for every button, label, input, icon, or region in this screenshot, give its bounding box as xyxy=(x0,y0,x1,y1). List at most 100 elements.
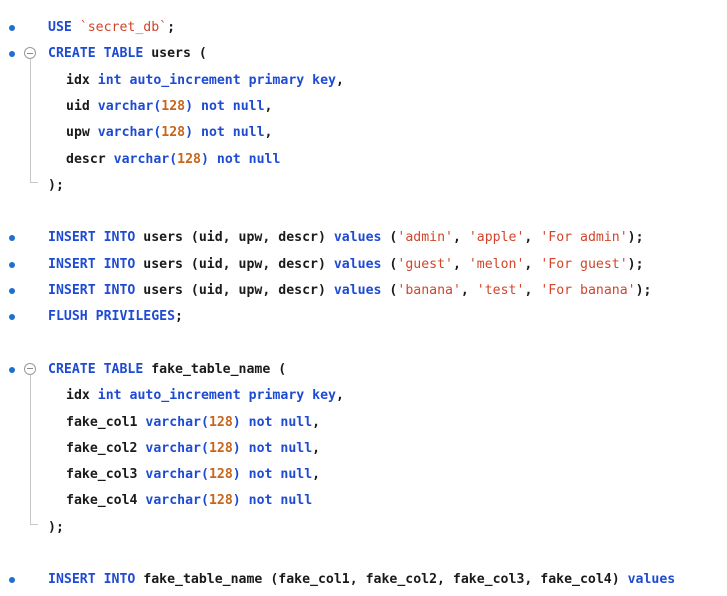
code-line[interactable]: fake_col2 varchar(128) not null, xyxy=(0,436,727,462)
fold-collapse-icon[interactable] xyxy=(24,362,36,375)
identifier-token: fake_col1 xyxy=(66,414,146,430)
breakpoint-dot-icon[interactable] xyxy=(9,51,15,58)
string-token: 'test' xyxy=(476,283,525,298)
number-token: 128 xyxy=(161,125,186,141)
identifier-token: users (uid, upw, descr) xyxy=(143,256,334,272)
code-text: INSERT INTO users (uid, upw, descr) valu… xyxy=(48,229,644,247)
code-line[interactable]: INSERT INTO fake_table_name (fake_col1, … xyxy=(0,567,727,593)
fold-guide-end xyxy=(30,523,38,525)
string-token: 'melon' xyxy=(468,256,525,272)
identifier-token: , xyxy=(335,72,344,88)
breakpoint-dot-icon[interactable] xyxy=(9,235,15,242)
keyword-token: INSERT INTO xyxy=(48,230,144,246)
identifier-token: fake_col3 xyxy=(66,467,146,483)
code-line[interactable]: ); xyxy=(0,515,727,541)
code-text: descr varchar(128) not null xyxy=(66,151,280,169)
number-token: 128 xyxy=(161,98,186,114)
keyword-token: varchar( xyxy=(145,467,209,483)
keyword-token: ) not null xyxy=(185,98,265,114)
code-line[interactable]: USE `secret_db`; xyxy=(0,15,727,41)
identifier-token: , xyxy=(452,256,469,272)
identifier-token: idx xyxy=(66,388,98,404)
code-line[interactable]: descr varchar(128) not null xyxy=(0,147,727,173)
identifier-token: ( xyxy=(389,230,398,246)
keyword-token: INSERT INTO xyxy=(48,283,144,298)
identifier-token: ); xyxy=(635,283,652,298)
breakpoint-dot-icon[interactable] xyxy=(9,25,15,31)
identifier-token: , xyxy=(524,283,541,298)
string-token: `secret_db` xyxy=(79,20,168,35)
code-text: INSERT INTO users (uid, upw, descr) valu… xyxy=(48,256,644,274)
keyword-token: varchar( xyxy=(145,440,209,456)
identifier-token: users (uid, upw, descr) xyxy=(143,230,334,246)
code-line[interactable] xyxy=(0,541,727,567)
code-line[interactable]: fake_col4 varchar(128) not null xyxy=(0,488,727,514)
string-token: 'guest' xyxy=(397,256,453,272)
code-text: fake_col1 varchar(128) not null, xyxy=(66,414,320,432)
identifier-token: , xyxy=(312,440,321,456)
identifier-token: ); xyxy=(627,230,644,246)
code-line[interactable]: CREATE TABLE users ( xyxy=(0,41,727,67)
number-token: 128 xyxy=(208,467,233,483)
breakpoint-dot-icon[interactable] xyxy=(9,314,15,321)
fold-collapse-icon[interactable] xyxy=(24,47,36,60)
identifier-token: users (uid, upw, descr) xyxy=(143,283,334,298)
keyword-token: INSERT INTO xyxy=(48,572,144,588)
code-line[interactable]: ); xyxy=(0,173,727,199)
breakpoint-dot-icon[interactable] xyxy=(9,366,15,373)
keyword-token: INSERT INTO xyxy=(48,256,144,272)
code-line[interactable]: INSERT INTO users (uid, upw, descr) valu… xyxy=(0,278,727,304)
code-text: fake_col3 varchar(128) not null, xyxy=(66,466,320,484)
string-token: 'For guest' xyxy=(540,256,628,272)
code-text: fake_col2 varchar(128) not null, xyxy=(66,440,320,458)
identifier-token: fake_table_name (fake_col1, fake_col2, f… xyxy=(143,572,628,588)
identifier-token: ; xyxy=(167,20,176,35)
identifier-token: , xyxy=(524,256,541,272)
identifier-token: , xyxy=(312,414,321,430)
keyword-token: int auto_increment primary key xyxy=(97,72,336,88)
keyword-token: FLUSH PRIVILEGES xyxy=(48,309,176,325)
identifier-token: , xyxy=(312,467,321,483)
breakpoint-dot-icon[interactable] xyxy=(9,261,15,268)
number-token: 128 xyxy=(177,151,201,167)
code-line[interactable]: INSERT INTO users (uid, upw, descr) valu… xyxy=(0,225,727,251)
code-line[interactable]: fake_col3 varchar(128) not null, xyxy=(0,462,727,488)
string-token: 'admin' xyxy=(397,230,453,246)
code-line[interactable]: fake_col1 varchar(128) not null, xyxy=(0,410,727,436)
identifier-token: , xyxy=(264,98,273,114)
code-line[interactable] xyxy=(0,331,727,357)
keyword-token: varchar( xyxy=(97,98,162,114)
identifier-token: users ( xyxy=(151,46,207,62)
keyword-token: varchar( xyxy=(145,414,209,430)
identifier-token: descr xyxy=(66,151,114,167)
identifier-token: fake_col4 xyxy=(66,493,146,509)
code-line[interactable]: upw varchar(128) not null, xyxy=(0,120,727,146)
code-line[interactable]: FLUSH PRIVILEGES; xyxy=(0,304,727,330)
keyword-token: values xyxy=(627,572,676,588)
breakpoint-dot-icon[interactable] xyxy=(9,288,15,294)
code-line[interactable]: uid varchar(128) not null, xyxy=(0,94,727,120)
keyword-token: values xyxy=(333,230,390,246)
code-text: fake_col4 varchar(128) not null xyxy=(66,492,312,510)
identifier-token: , xyxy=(460,283,477,298)
keyword-token: ) not null xyxy=(232,440,313,456)
code-line[interactable]: idx int auto_increment primary key, xyxy=(0,383,727,409)
keyword-token: ) not null xyxy=(232,414,313,430)
code-line[interactable]: CREATE TABLE fake_table_name ( xyxy=(0,357,727,383)
number-token: 128 xyxy=(208,414,233,430)
code-line[interactable] xyxy=(0,199,727,225)
keyword-token: values xyxy=(333,283,390,298)
code-text: INSERT INTO users (uid, upw, descr) valu… xyxy=(48,282,652,300)
fold-guide-line xyxy=(30,374,31,524)
code-line[interactable]: idx int auto_increment primary key, xyxy=(0,68,727,94)
string-token: 'apple' xyxy=(468,230,525,246)
identifier-token: upw xyxy=(66,125,98,141)
fold-guide-end xyxy=(30,181,38,183)
identifier-token: ); xyxy=(627,256,644,272)
identifier-token: ( xyxy=(389,283,398,298)
code-line[interactable]: INSERT INTO users (uid, upw, descr) valu… xyxy=(0,252,727,278)
breakpoint-dot-icon[interactable] xyxy=(9,577,15,584)
keyword-token: ) not null xyxy=(201,151,281,167)
number-token: 128 xyxy=(208,493,233,509)
